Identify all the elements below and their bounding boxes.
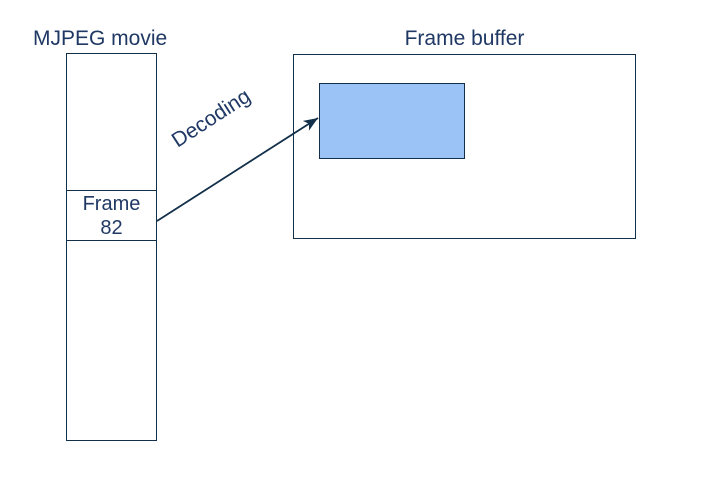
- decoded-frame-rectangle: [319, 83, 465, 159]
- strip-cell-following-frames: [67, 241, 156, 439]
- decoding-arrow-label: Decoding: [167, 84, 255, 153]
- mjpeg-movie-title: MJPEG movie: [33, 27, 168, 50]
- current-frame-label-line-1: Frame: [82, 192, 141, 215]
- mjpeg-movie-strip: Frame 82: [66, 53, 157, 441]
- current-frame-label-line-2: 82: [100, 216, 123, 239]
- strip-cell-preceding-frames: [67, 54, 156, 190]
- frame-buffer-title: Frame buffer: [404, 27, 525, 50]
- strip-cell-current-frame: Frame 82: [67, 190, 156, 241]
